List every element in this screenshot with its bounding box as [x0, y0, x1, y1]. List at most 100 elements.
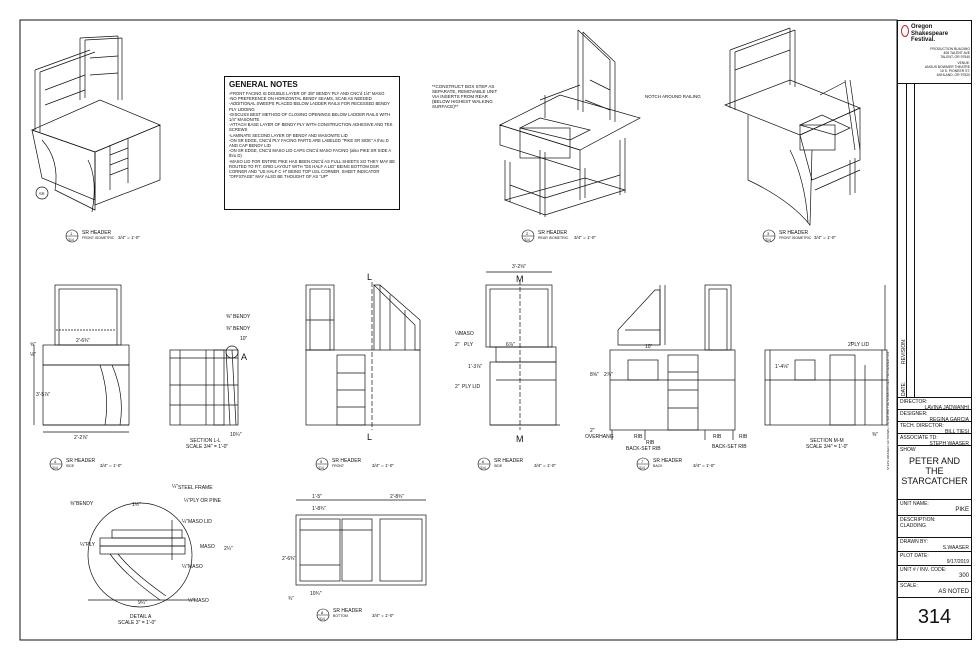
- dimension: 3'-2⅝": [512, 264, 526, 270]
- view-title: SR HEADER: [494, 458, 524, 464]
- view-title: SR HEADER: [332, 458, 362, 464]
- detail-a-title: DETAIL A: [130, 614, 152, 620]
- bendy-label: BENDY: [233, 326, 251, 332]
- backset-rib-label: BACK-SET RIB: [626, 446, 661, 452]
- view-label-1: 1 314 SR HEADER FRONT ISOMETRIC 3/4" = 1…: [65, 229, 140, 243]
- view-label-8: 8 314 SR HEADER BOTTOM 3/4" = 1'-0": [316, 608, 394, 622]
- plot-date-value: 9/17/2019: [946, 559, 969, 565]
- view-subtitle: SIDE: [494, 464, 503, 468]
- production-address: PRODUCTION BUILDING 406 TALENT AVE TALEN…: [930, 47, 970, 59]
- description-value: CLADDING: [900, 523, 926, 529]
- view-sheet: 314: [68, 238, 74, 242]
- description-label: DESCRIPTION:: [900, 517, 936, 523]
- dimension: 2'-6¾": [76, 338, 90, 344]
- section-ll-scale: SCALE 3/4" = 1'-0": [186, 444, 228, 450]
- view-scale: 3/4" = 1'-0": [814, 235, 836, 240]
- view-label-3: 3 314 SR HEADER FRONT ISOMETRIC 3/4" = 1…: [762, 229, 836, 243]
- dimension: ¼": [182, 519, 188, 525]
- elevation-view-6: [485, 271, 560, 430]
- bendy-label: BENDY: [76, 501, 94, 507]
- general-note-line: -ATTACH BASE LAYER OF BENDY PLY WITH CON…: [229, 122, 393, 133]
- dimension: 10": [645, 344, 653, 350]
- associate-td-label: ASSOCIATE TD:: [900, 435, 938, 441]
- company-name: Oregon Shakespeare Festival.: [911, 24, 949, 43]
- dimension: ⅜": [226, 326, 232, 332]
- view-sheet: 314: [524, 238, 530, 242]
- dimension: 2'-6¾": [282, 556, 296, 562]
- rib-label: RIB: [739, 434, 748, 440]
- general-notes-box: GENERAL NOTES -FRONT FACING IS DOUBLE LA…: [224, 76, 400, 210]
- revision-area: REVISION: DATE:: [898, 83, 971, 397]
- designer-value: REGINA GARCIA: [929, 417, 969, 423]
- maso-lid-label: MASO LID: [188, 519, 212, 525]
- view-sheet: 314: [480, 466, 486, 470]
- view-number: 6: [482, 459, 485, 464]
- view-number: 3: [767, 231, 770, 236]
- tech-director-label: TECH. DIRECTOR:: [900, 423, 944, 429]
- unit-code-cell: UNIT # / INV. CODE: 300: [898, 565, 971, 581]
- general-note-line: -DISCUSS BEST METHOD OF CLOSING OPENINGS…: [229, 111, 391, 123]
- general-notes-heading: GENERAL NOTES: [229, 80, 298, 89]
- view-scale: 3/4" = 1'-0": [534, 463, 556, 468]
- dimension: 9¼": [138, 600, 147, 606]
- iso-view-3: [724, 27, 861, 226]
- view-scale: 3/4" = 1'-0": [574, 235, 596, 240]
- view-subtitle: SIDE: [66, 464, 75, 468]
- ply-or-pine-label: PLY OR PINE: [190, 498, 222, 504]
- general-note-line: -NO PREFERENCE ON HORIZONTAL BENDY SEAMS…: [229, 96, 372, 102]
- unit-name-cell: UNIT NAME: PIKE: [898, 499, 971, 515]
- director-value: LAVINA JADWANHI: [924, 405, 969, 411]
- margin-file-text: STEPH WAASER / ECTDDWG / PETER AND THE S…: [886, 351, 890, 470]
- dimension: 10": [240, 336, 248, 342]
- view-label-7: 7 314 SR HEADER BACK 3/4" = 1'-0": [636, 457, 715, 471]
- general-note-line: -MASO LID FOR ENTIRE PIKE HAS BEEN CNC'd…: [229, 158, 396, 180]
- dimension: 3'-5⅞": [36, 392, 50, 398]
- sr-badge: SR: [39, 191, 45, 196]
- show-label: SHOW: [900, 447, 916, 453]
- maso-label: MASO: [200, 544, 215, 550]
- dimension: ¼": [188, 598, 194, 604]
- general-note-line: -LAMINATE SECOND LAYER OF BENDY AND MASO…: [229, 132, 348, 138]
- view-title: SR HEADER: [779, 230, 809, 236]
- unit-code-label: UNIT # / INV. CODE:: [900, 567, 947, 573]
- view-number: 8: [321, 610, 324, 615]
- view-number: 4: [54, 459, 57, 464]
- ply-lid-label: PLY LID: [851, 342, 870, 348]
- detail-a: [87, 502, 195, 608]
- view-sheet: 314: [319, 617, 325, 621]
- elevation-view-4: [33, 284, 130, 433]
- venue-address: VENUE: ANGUS BOWMER THEATRE 15 S. PIONEE…: [924, 61, 970, 77]
- dimension: 10¼": [230, 432, 242, 438]
- view-title: SR HEADER: [653, 458, 683, 464]
- dimension: ¼": [184, 498, 190, 504]
- unit-code-value: 300: [958, 573, 969, 579]
- elevation-view-8: [295, 499, 427, 586]
- rib-label: RIB: [634, 434, 643, 440]
- steel-frame-label: STEEL FRAME: [178, 485, 213, 491]
- ply-label: PLY: [464, 342, 474, 348]
- view-label-2: 2 314 SR HEADER REAR ISOMETRIC 3/4" = 1'…: [521, 229, 596, 243]
- dimension: ⅜": [872, 432, 878, 438]
- view-title: SR HEADER: [333, 608, 363, 614]
- section-l-marker: L: [367, 272, 372, 282]
- view-label-4: 4 314 SR HEADER SIDE 3/4" = 1'-0": [49, 457, 122, 471]
- general-note-line: -ADDITIONAL SWEEPS PLACED BELOW LADDER R…: [229, 101, 390, 112]
- dimension: 2": [455, 384, 460, 390]
- iso-view-2: [499, 29, 641, 217]
- view-sheet: 314: [52, 466, 58, 470]
- view-subtitle: FRONT ISOMETRIC: [82, 236, 115, 240]
- scale-label: SCALE:: [900, 583, 918, 589]
- drawn-by-cell: DRAWN BY: S.WAASER: [898, 537, 971, 551]
- scale-value: AS NOTED: [938, 589, 969, 595]
- view-sheet: 314: [639, 466, 645, 470]
- view-title: SR HEADER: [66, 458, 96, 464]
- view-scale: 3/4" = 1'-0": [372, 463, 394, 468]
- view-subtitle: BOTTOM: [333, 614, 348, 618]
- dimension: 1½": [132, 501, 141, 508]
- show-cell: SHOW PETER AND THE STARCATCHER: [898, 445, 971, 499]
- dimension: ⅛": [30, 352, 36, 358]
- view-scale: 3/4" = 1'-0": [372, 613, 394, 618]
- dimension: 2'-2⅞": [74, 435, 88, 441]
